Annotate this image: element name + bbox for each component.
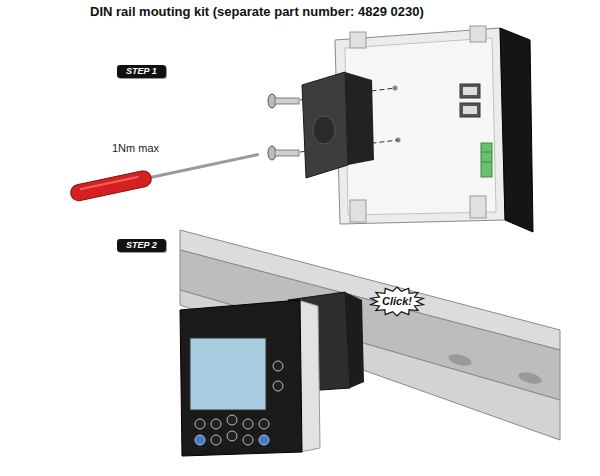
- step-badge: STEP 1: [117, 65, 166, 78]
- screwdriver: [69, 147, 260, 203]
- step-label: STEP 1: [126, 66, 157, 77]
- device-front: [180, 300, 320, 456]
- step-badge: STEP 2: [117, 239, 166, 252]
- click-starburst: Click!: [369, 286, 425, 317]
- sound-text: Click!: [382, 295, 412, 308]
- step-label: STEP 2: [126, 240, 157, 251]
- starburst-shape: [371, 287, 424, 316]
- torque-note: 1Nm max: [112, 142, 159, 154]
- device-back: [335, 26, 533, 232]
- din-bracket: [302, 72, 374, 178]
- screw: [268, 94, 299, 160]
- diagram-title: DIN rail mouting kit (separate part numb…: [90, 4, 424, 19]
